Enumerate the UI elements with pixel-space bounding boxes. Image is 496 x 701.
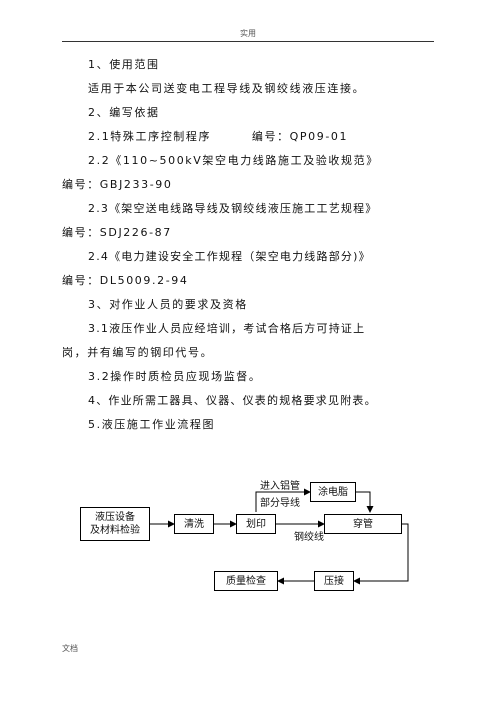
arrow-grease-to-thread [356,491,374,513]
paragraph-1: 1、使用范围 [88,58,160,71]
page-footer-text: 文档 [62,644,78,653]
flow-box-grease: 涂电脂 [310,482,356,502]
flow-box-equipment: 液压设备 及材料检验 [80,507,150,541]
paragraph-11: 3、对作业人员的要求及资格 [88,298,248,311]
flow-label-partial-wire: 部分导线 [260,498,300,509]
flow-label-aluminum-in: 进入铝管 [260,481,300,492]
flow-box-clean: 清洗 [174,514,214,534]
flow-box-quality: 质量检查 [214,571,278,591]
paragraph-14: 3.2操作时质检员应现场监督。 [88,370,262,383]
page-header-text: 实用 [240,29,256,38]
paragraph-8: 编号：SDJ226-87 [62,226,172,239]
flow-box-thread: 穿管 [324,514,402,534]
flow-box-press: 压接 [314,571,354,591]
paragraph-12: 3.1液压作业人员应经培训，考试合格后方可持证上 [88,322,366,335]
paragraph-10: 编号：DL5009.2-94 [62,274,189,287]
paragraph-15: 4、作业所需工器具、仪器、仪表的规格要求见附表。 [88,394,377,407]
paragraph-6: 编号：GBJ233-90 [62,178,173,191]
flow-box-mark: 划印 [236,514,276,534]
flow-label-steel-strand: 钢绞线 [294,532,324,543]
page-header-rule [62,41,434,42]
paragraph-9: 2.4《电力建设安全工作规程（架空电力线路部分)》 [88,250,371,263]
paragraph-3: 2、编写依据 [88,106,160,119]
paragraph-4: 2.1特殊工序控制程序 编号：QP09-01 [88,130,349,143]
paragraph-16: 5.液压施工作业流程图 [88,418,216,431]
paragraph-13: 岗，并有编写的钢印代号。 [62,346,214,359]
arrow-thread-to-press [353,523,409,585]
paragraph-2: 适用于本公司送变电工程导线及钢绞线液压连接。 [88,82,366,95]
paragraph-7: 2.3《架空送电线路导线及钢绞线液压施工工艺规程》 [88,202,378,215]
paragraph-5: 2.2《110~500kV架空电力线路施工及验收规范》 [88,154,379,167]
arrow-mark-to-grease [255,488,311,512]
